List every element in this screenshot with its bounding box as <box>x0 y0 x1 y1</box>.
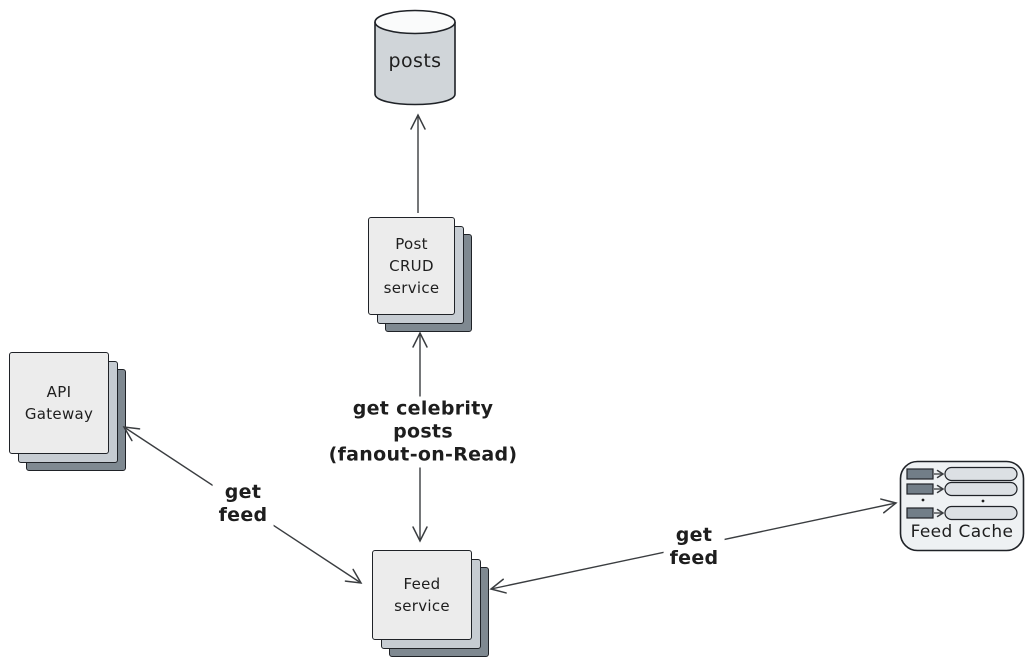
cylinder-body-shape <box>374 22 456 106</box>
cache-row <box>906 505 1018 521</box>
node-label: API Gateway <box>24 383 94 423</box>
node-feed-cache: Feed Cache <box>899 460 1025 552</box>
cache-row <box>906 466 1018 482</box>
cache-row <box>906 481 1018 497</box>
stack-layer-front: Feed service <box>372 550 472 640</box>
node-posts-db: posts <box>373 8 457 109</box>
cylinder-top-shape <box>374 9 456 35</box>
node-label: Feed Cache <box>910 522 1014 542</box>
stack-layer-front: API Gateway <box>9 352 109 454</box>
edge-label-get-feed-right: get feed <box>663 523 725 571</box>
node-label: Post CRUD service <box>383 235 440 297</box>
edge-label-fanout-on-read: get celebrity posts (fanout-on-Read) <box>322 396 524 468</box>
stack-layer-front: Post CRUD service <box>368 217 455 315</box>
cache-ellipsis-dots <box>921 498 985 503</box>
feed-cache-icon <box>899 460 1025 552</box>
node-label: posts <box>388 50 442 72</box>
database-cylinder-icon <box>374 9 456 106</box>
edge-label-get-feed-left: get feed <box>212 480 274 528</box>
node-label: Feed service <box>394 575 450 615</box>
